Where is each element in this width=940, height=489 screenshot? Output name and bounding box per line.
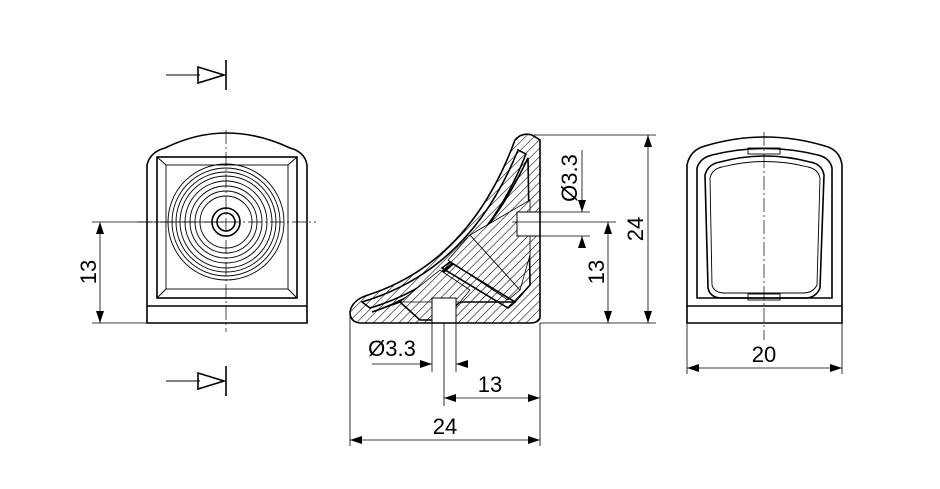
section-view: 24 13 Ø3.3 Ø3.3 — [349, 133, 656, 446]
section-dim-24-h-label: 24 — [433, 414, 457, 439]
section-dim-dia-h-label: Ø3.3 — [368, 336, 416, 361]
section-dimension-13-vertical: 13 — [512, 221, 616, 323]
section-dimension-13-horizontal: 13 — [443, 323, 541, 446]
side-view: 20 — [686, 132, 843, 374]
section-dim-13-v-label: 13 — [584, 260, 609, 284]
side-dim-20-label: 20 — [752, 342, 776, 367]
front-view: 13 — [76, 60, 316, 396]
section-dimension-24-vertical: 24 — [534, 134, 656, 324]
section-dim-24-v-label: 24 — [623, 217, 648, 241]
front-dimension-13: 13 — [76, 221, 226, 324]
side-outer-body — [686, 136, 843, 324]
front-dim-13-label: 13 — [76, 260, 101, 284]
section-arrow-bottom — [166, 366, 227, 396]
section-dimension-dia-horizontal: Ø3.3 — [368, 323, 468, 372]
section-dimension-dia-vertical: Ø3.3 — [540, 150, 590, 248]
section-arrow-top — [166, 60, 227, 90]
section-dim-13-h-label: 13 — [478, 372, 502, 397]
section-dimension-24-horizontal: 24 — [349, 312, 540, 446]
front-outer-body — [146, 132, 308, 324]
section-dim-dia-v-label: Ø3.3 — [557, 154, 582, 202]
side-dimension-20: 20 — [686, 323, 843, 374]
